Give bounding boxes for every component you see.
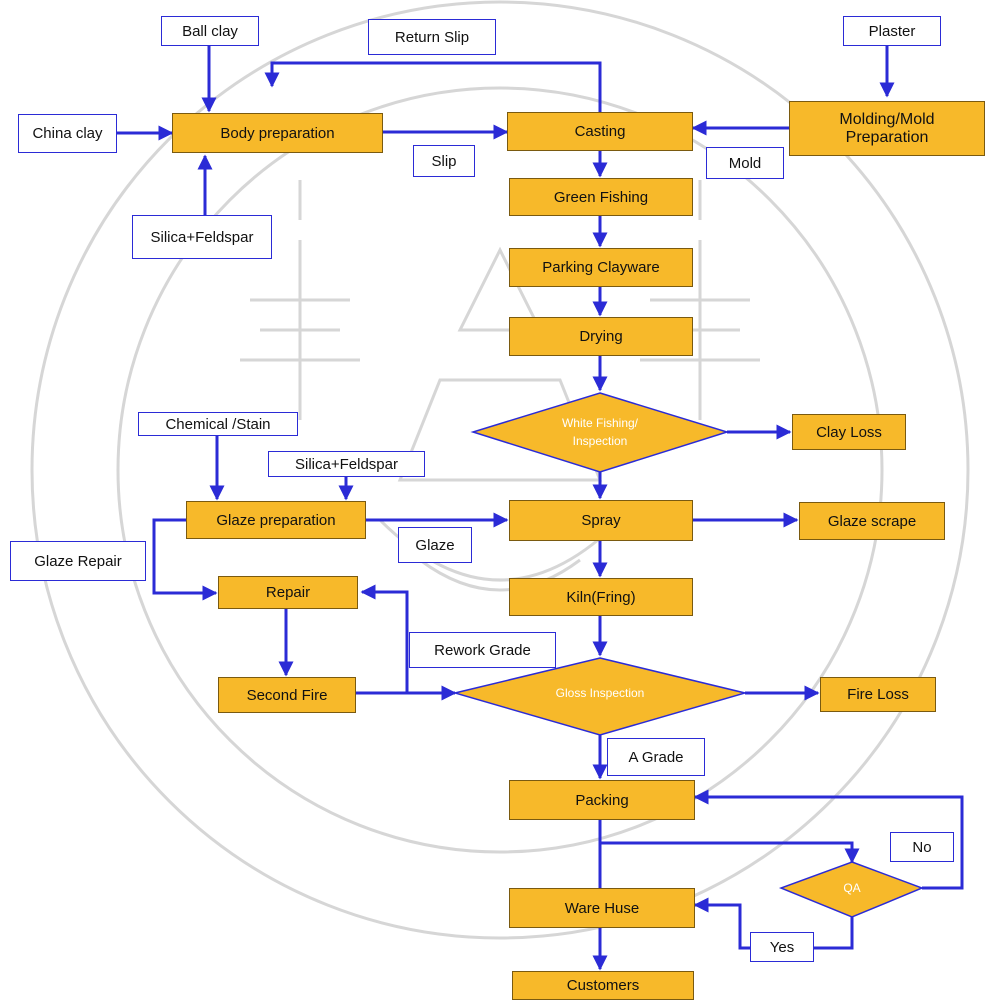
glaze-scrape-step: Glaze scrape <box>799 502 945 540</box>
silica-feldspar-label-2: Silica+Feldspar <box>295 455 398 473</box>
ware-house-label: Ware Huse <box>564 899 640 917</box>
drying-step: Drying <box>509 317 693 356</box>
molding-label-line1: Molding/Mold <box>839 110 935 128</box>
ball-clay-label: Ball clay <box>182 22 238 40</box>
glaze-scrape-label: Glaze scrape <box>827 512 917 530</box>
packing-step: Packing <box>509 780 695 820</box>
molding-label-line2: Preparation <box>845 128 929 146</box>
fire-loss-step: Fire Loss <box>820 677 936 712</box>
silica-feldspar-input-2: Silica+Feldspar <box>268 451 425 477</box>
green-fishing-step: Green Fishing <box>509 178 693 216</box>
ware-house-step: Ware Huse <box>509 888 695 928</box>
packing-label: Packing <box>575 791 629 809</box>
parking-clayware-step: Parking Clayware <box>509 248 693 287</box>
customers-step: Customers <box>512 971 694 1000</box>
gloss-inspection-diamond <box>452 657 748 736</box>
a-grade-label-box: A Grade <box>607 738 705 776</box>
no-label: No <box>912 838 932 856</box>
china-clay-input: China clay <box>18 114 117 153</box>
return-slip-label: Return Slip <box>394 28 470 46</box>
repair-step: Repair <box>218 576 358 609</box>
qa-text: QA <box>822 879 882 897</box>
green-fishing-label: Green Fishing <box>553 188 649 206</box>
spray-step: Spray <box>509 500 693 541</box>
chemical-stain-input: Chemical /Stain <box>138 412 298 436</box>
yes-label: Yes <box>769 938 795 956</box>
silica-feldspar-input-1: Silica+Feldspar <box>132 215 272 259</box>
clay-loss-label: Clay Loss <box>816 423 882 441</box>
gloss-inspection-text: Gloss Inspection <box>520 684 680 702</box>
glaze-preparation-step: Glaze preparation <box>186 501 366 539</box>
china-clay-label: China clay <box>32 125 103 142</box>
second-fire-step: Second Fire <box>218 677 356 713</box>
slip-label: Slip <box>431 152 457 170</box>
spray-label: Spray <box>581 512 621 529</box>
silica-feldspar-label-1: Silica+Feldspar <box>150 228 254 246</box>
kiln-label: Kiln(Fring) <box>566 588 636 606</box>
yes-label-box: Yes <box>750 932 814 962</box>
glaze-repair-label-box: Glaze Repair <box>10 541 146 581</box>
glaze-label-box: Glaze <box>398 527 472 563</box>
parking-clayware-label: Parking Clayware <box>542 259 660 276</box>
qa-label: QA <box>843 881 861 895</box>
customers-label: Customers <box>566 977 640 994</box>
molding-step: Molding/Mold Preparation <box>789 101 985 156</box>
gloss-inspection-label: Gloss Inspection <box>555 686 645 700</box>
ball-clay-input: Ball clay <box>161 16 259 46</box>
clay-loss-step: Clay Loss <box>792 414 906 450</box>
chemical-stain-label: Chemical /Stain <box>165 415 271 433</box>
glaze-label: Glaze <box>415 536 455 554</box>
second-fire-label: Second Fire <box>246 686 328 704</box>
slip-label-box: Slip <box>413 145 475 177</box>
kiln-step: Kiln(Fring) <box>509 578 693 616</box>
mold-label: Mold <box>728 154 762 172</box>
glaze-preparation-label: Glaze preparation <box>216 511 336 529</box>
white-fishing-diamond <box>470 392 730 473</box>
rework-grade-label: Rework Grade <box>434 641 531 659</box>
white-fishing-text: White Fishing/ Inspection <box>530 414 670 450</box>
drying-label: Drying <box>579 328 623 345</box>
casting-step: Casting <box>507 112 693 151</box>
body-preparation-label: Body preparation <box>220 124 335 142</box>
return-slip-label-box: Return Slip <box>368 19 496 55</box>
qa-diamond <box>778 861 925 918</box>
rework-grade-label-box: Rework Grade <box>409 632 556 668</box>
white-fishing-line1: White Fishing/ <box>561 416 639 430</box>
no-label-box: No <box>890 832 954 862</box>
mold-label-box: Mold <box>706 147 784 179</box>
repair-label: Repair <box>265 584 311 601</box>
plaster-input: Plaster <box>843 16 941 46</box>
white-fishing-line2: Inspection <box>572 434 628 448</box>
plaster-label: Plaster <box>868 22 916 40</box>
glaze-repair-label: Glaze Repair <box>34 552 122 570</box>
fire-loss-label: Fire Loss <box>847 686 909 703</box>
casting-label: Casting <box>574 123 626 140</box>
a-grade-label: A Grade <box>628 748 684 766</box>
body-preparation-step: Body preparation <box>172 113 383 153</box>
